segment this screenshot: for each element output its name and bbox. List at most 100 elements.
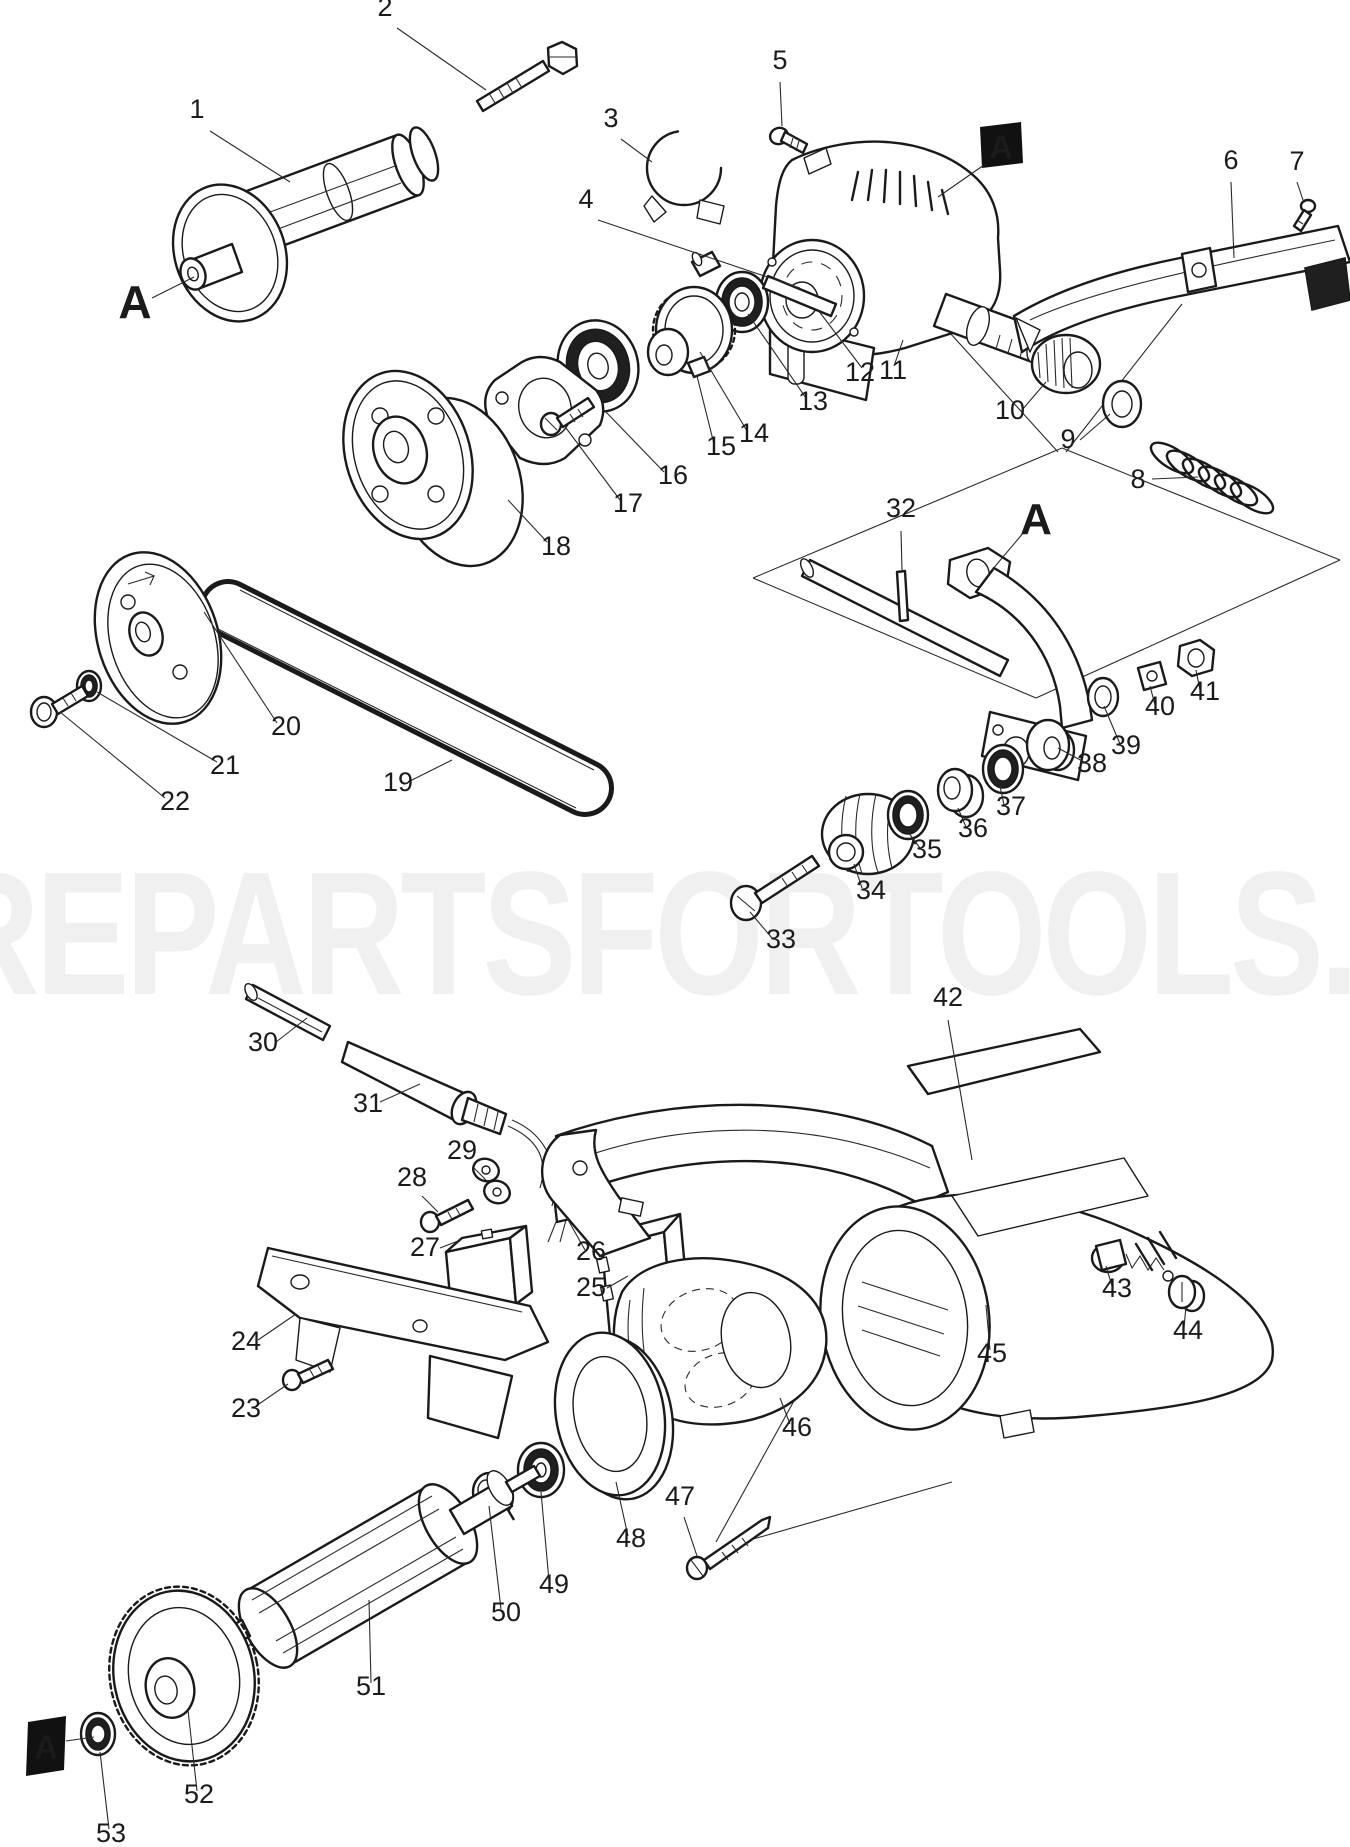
part-42-leader — [948, 1020, 972, 1160]
part-4-leader — [598, 220, 800, 288]
part-12-label: 12 — [845, 357, 875, 387]
roller-spacer — [938, 769, 983, 817]
part-25-leader — [607, 1276, 628, 1288]
part-11-label: 11 — [879, 355, 907, 385]
part-20-leader — [204, 612, 277, 723]
part-44-leader — [1184, 1306, 1186, 1328]
part-43-leader — [1106, 1266, 1112, 1286]
belt-frame-plate — [1014, 226, 1350, 352]
part-30-leader — [276, 1018, 307, 1042]
part-26-leader — [567, 1218, 585, 1250]
part-8-label: 8 — [1130, 464, 1145, 494]
part-6-leader — [1231, 182, 1234, 258]
part-22-leader — [60, 712, 165, 798]
part-16-leader — [604, 410, 664, 472]
part-51-leader — [369, 1600, 371, 1683]
part-10-leader — [1022, 382, 1046, 410]
brush-cap — [1169, 1276, 1204, 1311]
part-43-label: 43 — [1102, 1273, 1132, 1303]
part-40-leader — [1150, 686, 1155, 705]
part-24-label: 24 — [231, 1326, 261, 1356]
part-46-label: 46 — [782, 1412, 812, 1442]
part-20-label: 20 — [271, 711, 301, 741]
part-46-leader — [780, 1398, 790, 1424]
part-18-label: 18 — [541, 531, 571, 561]
name-label-sticker — [908, 1029, 1100, 1094]
pin — [690, 251, 720, 276]
reference-line-8 — [716, 1390, 800, 1542]
part-7-leader — [1297, 182, 1304, 203]
leader-lines — [60, 28, 1304, 1829]
part-21-label: 21 — [210, 750, 240, 780]
part-10-label: 10 — [995, 395, 1025, 425]
part-50-label: 50 — [491, 1597, 521, 1627]
part-30-label: 30 — [248, 1027, 278, 1057]
dowel-pin — [897, 571, 908, 621]
part-34-leader — [854, 864, 862, 888]
part-39-label: 39 — [1111, 730, 1141, 760]
roller-bearing-rear — [983, 745, 1023, 793]
part-52-leader — [188, 1710, 197, 1791]
marker-a-handle-label: A — [118, 276, 151, 328]
reference-line-2 — [1062, 448, 1340, 560]
part-18-leader — [508, 500, 547, 542]
drive-pulley — [322, 354, 543, 583]
part-2-leader — [397, 28, 486, 90]
wave-washer — [1088, 678, 1118, 716]
reference-line-4 — [1036, 560, 1340, 698]
part-31-leader — [380, 1084, 420, 1102]
pipe — [242, 982, 330, 1040]
helical-gear — [648, 287, 735, 375]
marker-a-lever-label: A — [1020, 495, 1052, 544]
part-31-label: 31 — [353, 1088, 383, 1118]
retaining-clip — [644, 131, 724, 224]
part-32-leader — [901, 531, 902, 570]
shoulder-screw — [731, 856, 819, 920]
flanged-bushing — [1027, 720, 1074, 770]
part-15-leader — [697, 376, 714, 444]
part-17-label: 17 — [613, 488, 643, 518]
reference-line-6 — [1066, 304, 1182, 452]
part-11-leader — [894, 340, 903, 366]
stator-screw — [687, 1517, 770, 1579]
part-15-label: 15 — [706, 431, 736, 461]
part-48-label: 48 — [616, 1523, 646, 1553]
part-14-label: 14 — [739, 418, 769, 448]
spring-washer — [1103, 381, 1141, 427]
detail-a-box-housing — [980, 122, 1023, 168]
reference-line-5 — [940, 322, 1058, 452]
marker-a-gear-leader — [66, 1737, 94, 1741]
drive-belt — [216, 590, 594, 808]
carbon-brush — [1096, 1240, 1173, 1281]
spindle-shaft — [763, 276, 836, 316]
spur-gear — [93, 1573, 275, 1780]
part-19-label: 19 — [383, 767, 413, 797]
part-32-label: 32 — [886, 493, 916, 523]
cap-nut — [1178, 640, 1214, 676]
part-37-label: 37 — [996, 791, 1026, 821]
socket-bolt — [31, 686, 88, 727]
part-29-label: 29 — [447, 1135, 477, 1165]
part-12-leader — [818, 310, 862, 368]
part-48-leader — [616, 1482, 628, 1536]
part-47-label: 47 — [665, 1481, 695, 1511]
part-1-label: 1 — [189, 94, 204, 124]
part-50-leader — [489, 1506, 501, 1609]
part-5-label: 5 — [772, 45, 787, 75]
part-22-label: 22 — [160, 786, 190, 816]
part-5-leader — [780, 82, 782, 126]
part-13-label: 13 — [798, 386, 828, 416]
part-2-label: 2 — [377, 0, 392, 22]
marker-a-housing-label: A — [989, 129, 1012, 165]
part-37-leader — [1000, 786, 1004, 805]
handle-bolt — [477, 42, 577, 111]
part-9-leader — [1080, 414, 1110, 440]
part-35-leader — [908, 832, 920, 848]
cord-guard — [342, 1042, 555, 1206]
part-27-label: 27 — [410, 1232, 440, 1262]
part-35-label: 35 — [912, 834, 942, 864]
gear-bearing — [81, 1713, 115, 1755]
part-38-leader — [1058, 748, 1084, 762]
part-41-leader — [1196, 670, 1200, 690]
